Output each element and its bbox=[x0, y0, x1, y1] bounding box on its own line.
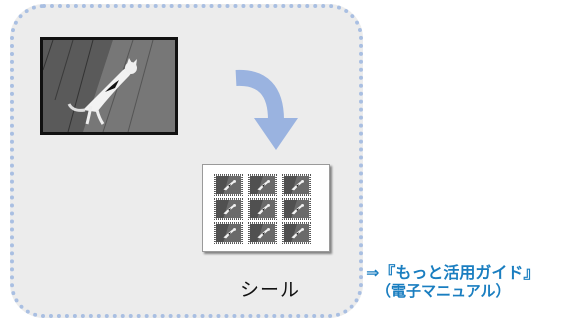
sticker-thumbnail bbox=[282, 174, 311, 196]
sticker-thumbnail bbox=[282, 222, 311, 244]
sticker-sheet bbox=[202, 164, 330, 252]
sticker-thumbnail bbox=[214, 174, 243, 196]
sticker-thumbnail bbox=[248, 198, 277, 220]
cat-photo bbox=[40, 37, 178, 135]
sticker-thumbnail bbox=[248, 174, 277, 196]
guide-reference[interactable]: ⇒『もっと活用ガイド』 （電子マニュアル） bbox=[366, 263, 539, 301]
reference-arrow-icon: ⇒ bbox=[366, 263, 380, 282]
sticker-label: シール bbox=[240, 279, 301, 301]
curved-arrow-down-icon bbox=[235, 69, 298, 150]
sticker-thumbnail bbox=[248, 222, 277, 244]
sticker-thumbnail bbox=[214, 198, 243, 220]
cat-photo-image bbox=[43, 40, 175, 132]
sticker-grid bbox=[214, 174, 311, 244]
sticker-thumbnail bbox=[282, 198, 311, 220]
guide-subtitle: （電子マニュアル） bbox=[376, 282, 511, 300]
sticker-thumbnail bbox=[214, 222, 243, 244]
guide-title[interactable]: 『もっと活用ガイド』 bbox=[379, 263, 540, 282]
